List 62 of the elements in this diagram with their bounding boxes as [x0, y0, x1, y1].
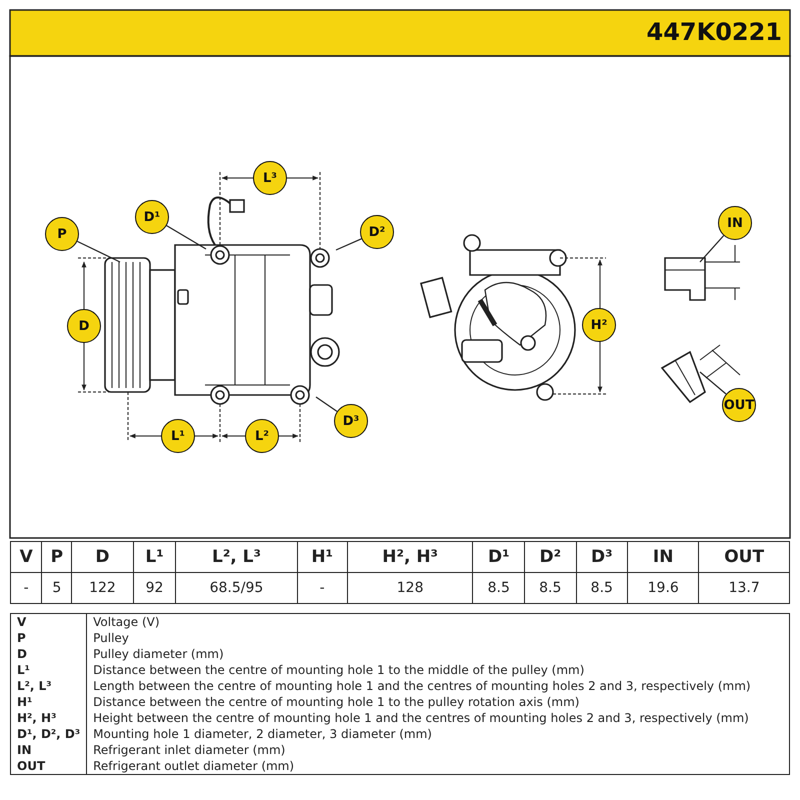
- table-cell: -: [10, 572, 42, 604]
- table-header-cell: IN: [628, 542, 699, 572]
- table-cell: 8.5: [576, 572, 628, 604]
- callout-circle: P: [45, 217, 79, 251]
- leader-line: [77, 240, 120, 263]
- abbreviation-cell: D: [10, 646, 87, 662]
- description-cell: Refrigerant inlet diameter (mm): [86, 742, 790, 758]
- table-cell: 5: [42, 572, 72, 604]
- table-header-cell: L², L³: [176, 542, 298, 572]
- table-cell: 8.5: [472, 572, 525, 604]
- description-cell: Refrigerant outlet diameter (mm): [86, 758, 790, 774]
- dimension-label: L³: [253, 161, 287, 195]
- dimension-label: D: [67, 309, 101, 343]
- table-cell: 68.5/95: [176, 572, 298, 604]
- description-cell: Distance between the centre of mounting hole 1 to the middle of the pulley (mm): [86, 662, 790, 678]
- table-header-cell: H², H³: [347, 542, 473, 572]
- table-cell: -: [297, 572, 348, 604]
- table-header-cell: D: [72, 542, 134, 572]
- table-header-cell: D¹: [472, 542, 525, 572]
- description-cell: Pulley diameter (mm): [86, 646, 790, 662]
- abbreviation-cell: H², H³: [10, 710, 87, 726]
- abbreviation-cell: H¹: [10, 694, 87, 710]
- description-cell: Pulley: [86, 630, 790, 646]
- dimension-label: H²: [582, 308, 616, 342]
- abbreviation-cell: OUT: [10, 758, 87, 774]
- abbreviation-cell: L², L³: [10, 678, 87, 694]
- description-cell: Length between the centre of mounting hole 1 and the centres of mounting holes 2 and 3, respectively (mm): [86, 678, 790, 694]
- dimension-label: L²: [245, 419, 279, 453]
- table-header-cell: D³: [576, 542, 628, 572]
- table-cell: 122: [72, 572, 134, 604]
- table-header-cell: P: [42, 542, 72, 572]
- table-header-cell: OUT: [698, 542, 790, 572]
- description-cell: Height between the centre of mounting hole 1 and the centres of mounting holes 2 and 3, respectively (mm): [86, 710, 790, 726]
- dimension-label: L¹: [161, 419, 195, 453]
- table-header-cell: H¹: [297, 542, 348, 572]
- abbreviation-cell: D¹, D², D³: [10, 726, 87, 742]
- table-header-cell: L¹: [133, 542, 176, 572]
- callout-circle: D¹: [135, 200, 169, 234]
- abbreviation-cell: IN: [10, 742, 87, 758]
- abbreviation-cell: L¹: [10, 662, 87, 678]
- description-cell: Distance between the centre of mounting hole 1 to the pulley rotation axis (mm): [86, 694, 790, 710]
- part-number: 447K0221: [646, 18, 782, 46]
- leader-line: [700, 372, 726, 394]
- table-cell: 13.7: [698, 572, 790, 604]
- callout-circle: IN: [718, 206, 752, 240]
- leader-line: [166, 225, 206, 250]
- abbreviation-cell: P: [10, 630, 87, 646]
- table-cell: 92: [133, 572, 176, 604]
- leader-line: [336, 238, 362, 251]
- leader-line: [700, 235, 724, 262]
- callout-circle: D²: [360, 215, 394, 249]
- callout-circle: OUT: [722, 388, 756, 422]
- table-header-cell: D²: [524, 542, 576, 572]
- table-header-cell: V: [10, 542, 42, 572]
- abbreviation-cell: V: [10, 614, 87, 630]
- table-cell: 19.6: [628, 572, 699, 604]
- leader-line: [316, 396, 338, 412]
- table-cell: 8.5: [524, 572, 576, 604]
- callout-circle: D³: [334, 404, 368, 438]
- table-cell: 128: [347, 572, 473, 604]
- description-cell: Voltage (V): [86, 614, 790, 630]
- description-cell: Mounting hole 1 diameter, 2 diameter, 3 diameter (mm): [86, 726, 790, 742]
